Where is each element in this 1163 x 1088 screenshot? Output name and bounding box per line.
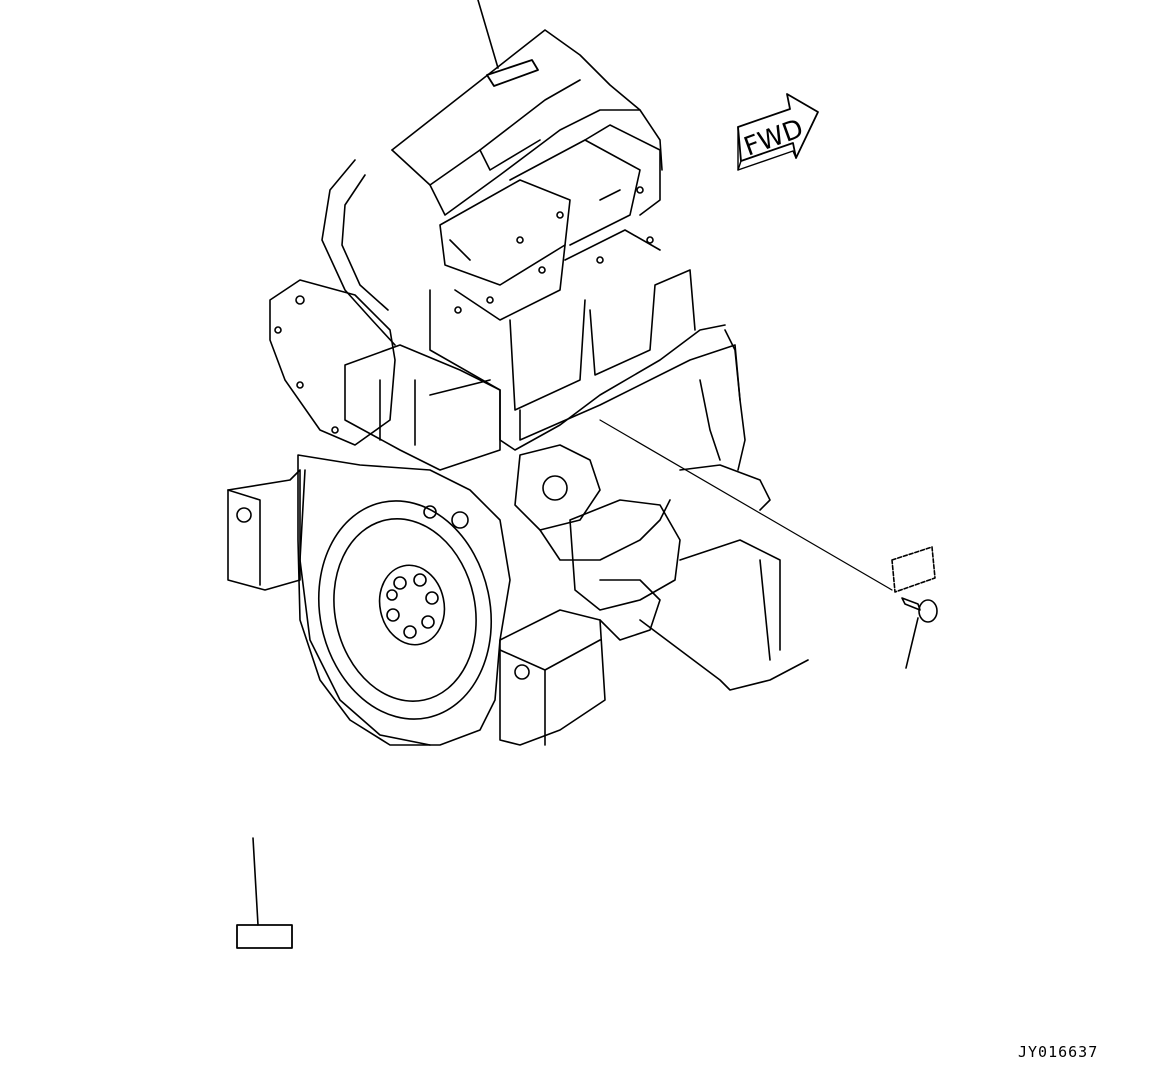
- leader-line-top: [477, 0, 499, 69]
- exploded-plate: [599, 419, 936, 593]
- leader-line-label: [252, 837, 259, 926]
- label-callout: [236, 837, 293, 949]
- nameplate-label-top: [477, 0, 539, 87]
- leader-line-rivet: [905, 617, 919, 669]
- label-box: [236, 924, 293, 949]
- engine-block: [227, 29, 809, 746]
- drawing-code: JY016637: [1018, 1043, 1099, 1061]
- rivet: [901, 597, 938, 669]
- forward-direction-arrow: FWD: [737, 93, 819, 171]
- leader-line-plate: [599, 419, 893, 591]
